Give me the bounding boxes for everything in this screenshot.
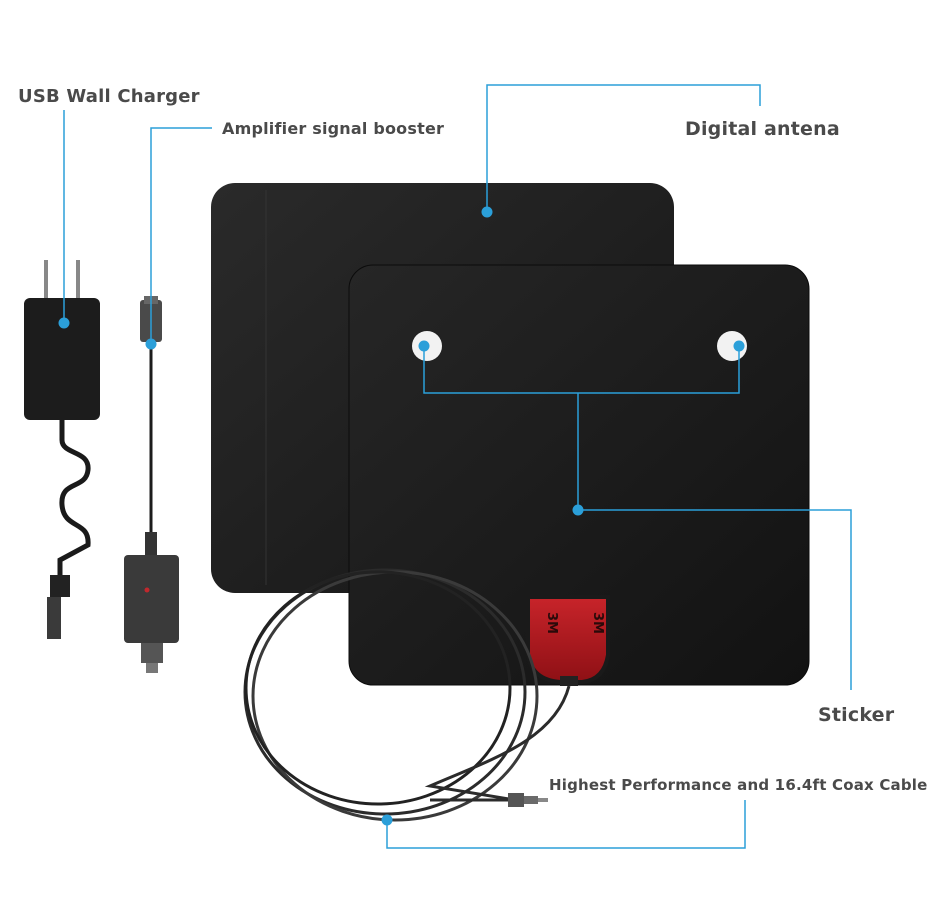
coax-connector: [508, 793, 548, 807]
label-amplifier: Amplifier signal booster: [222, 119, 445, 138]
label-coax-cable: Highest Performance and 16.4ft Coax Cabl…: [549, 776, 928, 794]
sticker-3m: [526, 595, 610, 686]
sticker-brand-left: 3M: [544, 612, 559, 634]
label-digital-antenna: Digital antena: [685, 118, 840, 140]
callout-dots: [58, 206, 745, 826]
label-usb-wall-charger: USB Wall Charger: [18, 86, 200, 107]
coax-cable-icon: [243, 568, 571, 822]
antenna-front-panel: [348, 264, 810, 686]
label-sticker: Sticker: [818, 704, 895, 726]
callout-lines: [63, 84, 852, 849]
amplifier-icon: [124, 296, 179, 673]
sticker-brand-right: 3M: [590, 612, 605, 634]
power-adapter-icon: [24, 260, 100, 639]
